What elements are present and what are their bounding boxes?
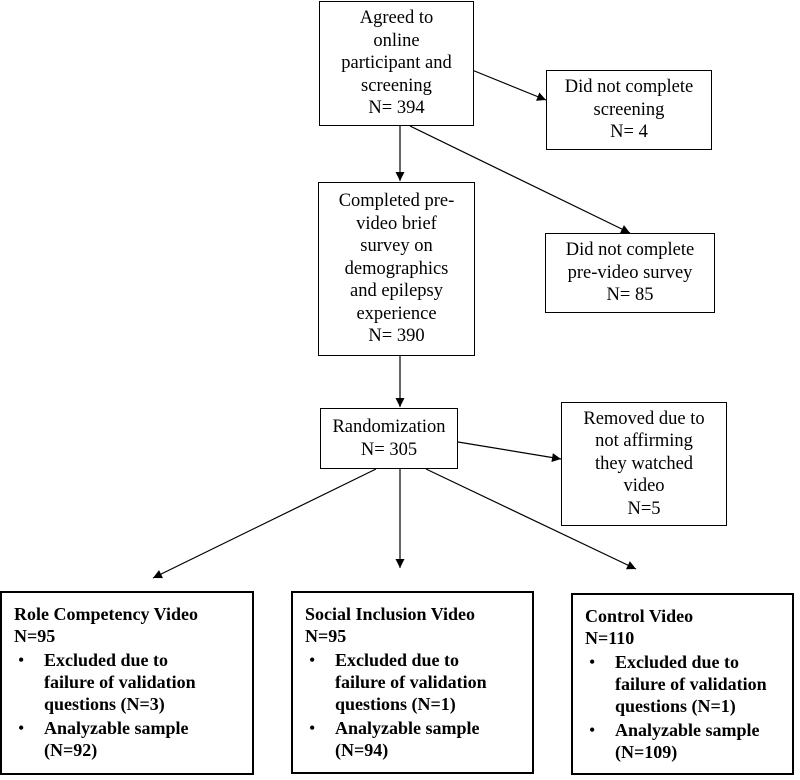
arrow-randomization-to-removed xyxy=(457,441,562,462)
removed-line: video xyxy=(623,476,665,497)
no-presurvey-count: N= 85 xyxy=(606,285,654,306)
completed-pre-line: survey on xyxy=(360,236,433,257)
arrow-agreed-to-no-presurvey xyxy=(409,125,631,234)
completed-pre-box: Completed pre- video brief survey on dem… xyxy=(318,182,475,356)
completed-pre-count: N= 390 xyxy=(368,326,425,347)
no-screening-box: Did not complete screening N= 4 xyxy=(546,70,712,150)
arm-box-role-competency: Role Competency Video N=95 • Excluded du… xyxy=(0,591,254,775)
bullet-glyph: • xyxy=(18,718,25,738)
randomization-label: Randomization xyxy=(332,417,446,437)
arm-bullet-excluded: • Excluded due to failure of validation … xyxy=(305,649,526,715)
no-screening-line: Did not complete xyxy=(564,77,694,98)
completed-pre-line: demographics xyxy=(344,258,449,279)
completed-pre-line: video brief xyxy=(356,213,437,234)
bullet-line: failure of validation xyxy=(615,674,767,694)
agreed-line: participant and xyxy=(341,53,452,74)
arm-bullet-excluded: • Excluded due to failure of validation … xyxy=(585,651,786,717)
arrow-agreed-to-no-screening xyxy=(471,69,547,101)
removed-count: N=5 xyxy=(627,498,661,519)
arm-bullet-excluded: • Excluded due to failure of validation … xyxy=(14,649,246,715)
randomization-box: Randomization N= 305 xyxy=(320,408,458,469)
bullet-line: Excluded due to xyxy=(615,652,740,672)
bullet-line: (N=94) xyxy=(335,740,389,760)
bullet-line: questions (N=3) xyxy=(44,694,165,714)
no-presurvey-line: pre-video survey xyxy=(567,262,693,283)
arm-box-social-inclusion: Social Inclusion Video N=95 • Excluded d… xyxy=(291,591,534,774)
arm-count: N=95 xyxy=(14,626,56,646)
arrow-randomization-to-control xyxy=(425,468,637,570)
bullet-text: Analyzable sample (N=94) xyxy=(335,717,480,761)
bullet-line: failure of validation xyxy=(335,672,487,692)
bullet-text: Excluded due to failure of validation qu… xyxy=(615,651,767,717)
arm-title: Role Competency Video xyxy=(14,604,198,624)
removed-line: not affirming xyxy=(595,431,693,452)
no-presurvey-line: Did not complete xyxy=(565,240,695,261)
arm-bullet-list: • Excluded due to failure of validation … xyxy=(585,651,786,763)
removed-box: Removed due to not affirming they watche… xyxy=(561,402,727,526)
bullet-line: questions (N=1) xyxy=(335,694,456,714)
removed-line: Removed due to xyxy=(583,408,705,429)
bullet-line: questions (N=1) xyxy=(615,696,736,716)
arrow-randomization-to-role xyxy=(152,468,377,579)
bullet-line: Analyzable sample xyxy=(615,720,760,740)
agreed-line: Agreed to xyxy=(359,8,434,29)
arm-bullet-list: • Excluded due to failure of validation … xyxy=(305,649,526,761)
completed-pre-line: and epilepsy xyxy=(350,281,443,302)
removed-line: they watched xyxy=(594,453,694,474)
arm-count: N=110 xyxy=(585,628,635,648)
no-screening-line: screening xyxy=(593,99,665,120)
bullet-line: (N=92) xyxy=(44,740,98,760)
bullet-line: Excluded due to xyxy=(44,650,169,670)
bullet-glyph: • xyxy=(589,652,596,672)
bullet-text: Analyzable sample (N=92) xyxy=(44,717,189,761)
no-screening-count: N= 4 xyxy=(610,122,648,143)
completed-pre-line: Completed pre- xyxy=(338,191,455,212)
bullet-line: Analyzable sample xyxy=(44,718,189,738)
agreed-line: online xyxy=(373,30,420,51)
arm-box-control: Control Video N=110 • Excluded due to fa… xyxy=(571,593,794,775)
agreed-line: screening xyxy=(361,75,432,96)
completed-pre-line: experience xyxy=(356,303,437,324)
bullet-line: Analyzable sample xyxy=(335,718,480,738)
bullet-line: Excluded due to xyxy=(335,650,460,670)
bullet-text: Excluded due to failure of validation qu… xyxy=(335,649,487,715)
bullet-glyph: • xyxy=(309,718,316,738)
no-presurvey-box: Did not complete pre-video survey N= 85 xyxy=(545,233,715,313)
randomization-count: N= 305 xyxy=(360,439,418,460)
bullet-text: Excluded due to failure of validation qu… xyxy=(44,649,196,715)
arm-bullet-analyzable: • Analyzable sample (N=109) xyxy=(585,719,786,763)
agreed-box: Agreed to online participant and screeni… xyxy=(319,1,474,126)
bullet-line: (N=109) xyxy=(615,742,678,762)
bullet-text: Analyzable sample (N=109) xyxy=(615,719,760,763)
arm-title: Social Inclusion Video xyxy=(305,604,476,624)
bullet-glyph: • xyxy=(589,720,596,740)
bullet-glyph: • xyxy=(309,650,316,670)
agreed-count: N= 394 xyxy=(368,98,425,119)
arm-bullet-analyzable: • Analyzable sample (N=92) xyxy=(14,717,246,761)
arm-title: Control Video xyxy=(585,606,694,626)
bullet-glyph: • xyxy=(18,650,25,670)
arm-bullet-analyzable: • Analyzable sample (N=94) xyxy=(305,717,526,761)
bullet-line: failure of validation xyxy=(44,672,196,692)
arm-count: N=95 xyxy=(305,626,347,646)
arm-bullet-list: • Excluded due to failure of validation … xyxy=(14,649,246,761)
